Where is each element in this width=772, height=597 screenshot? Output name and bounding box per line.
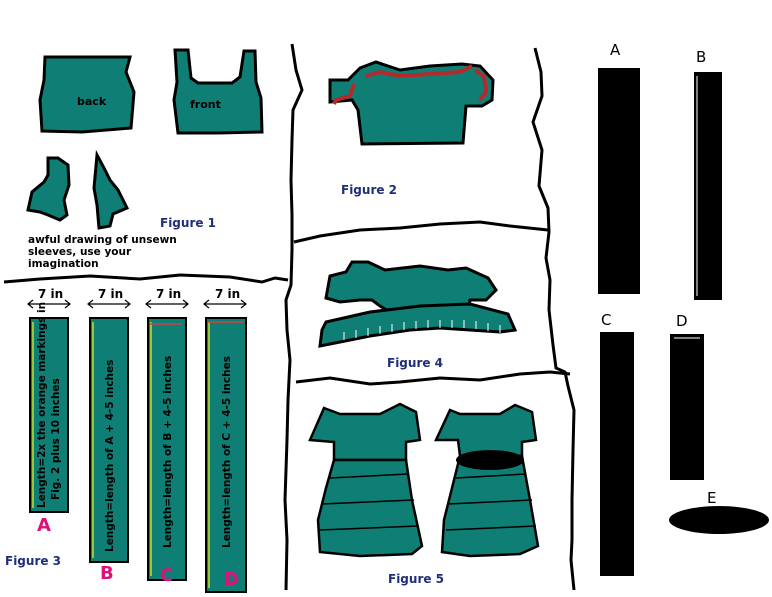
sleeve-left — [26, 156, 71, 222]
width-arrows — [27, 299, 247, 309]
piece-b — [694, 72, 722, 300]
strip-a-length-line2: Fig. 2 plus 10 inches — [50, 378, 62, 500]
sleeves-note: awful drawing of unsewn sleeves, use you… — [28, 234, 177, 270]
piece-c — [600, 332, 634, 576]
divider-mid-2 — [295, 370, 571, 386]
arrow-strip-b — [87, 299, 131, 309]
piece-label-b: B — [696, 48, 707, 66]
figure5-dress-right-tiers — [445, 473, 537, 531]
strip-tag-c: C — [160, 565, 174, 586]
bodice-flat — [328, 60, 495, 146]
figure2-caption: Figure 2 — [341, 183, 398, 197]
strip-edge-highlights — [32, 321, 244, 588]
piece-label-d: D — [676, 312, 688, 330]
figure3-strips — [29, 317, 247, 593]
divider-vertical-right — [531, 47, 576, 591]
sleeve-right — [92, 149, 130, 230]
strip-tag-a: A — [37, 515, 51, 536]
strip-a-length-line1: Length=2x the orange markings in — [36, 301, 48, 508]
figure4-drawing — [318, 260, 518, 348]
strip-tag-d: D — [224, 569, 239, 590]
bodice-front — [172, 48, 264, 135]
width-label-d: 7 in — [215, 287, 241, 301]
panel-dividers — [3, 43, 576, 591]
strip-b — [89, 317, 129, 563]
width-label-b: 7 in — [98, 287, 124, 301]
piece-label-e: E — [707, 489, 717, 507]
figure5-dress-left — [308, 402, 424, 558]
pieces — [598, 68, 769, 576]
orange-markings-right-sleeve — [473, 68, 489, 102]
piece-a — [598, 68, 640, 294]
piece-d — [670, 334, 704, 480]
strip-d-length: Length=length of C + 4-5 inches — [221, 356, 233, 548]
divider-horizontal-left — [3, 273, 289, 284]
strip-tag-b: B — [100, 563, 114, 584]
figure3-caption: Figure 3 — [5, 554, 62, 568]
arrow-strip-a — [27, 299, 71, 309]
divider-vertical-left — [283, 43, 304, 591]
waist-band — [456, 450, 524, 470]
figure5-dress-left-tiers — [319, 473, 419, 531]
figure5-dress-right — [434, 403, 540, 558]
width-label-c: 7 in — [156, 287, 182, 301]
strip-c-length: Length=length of B + 4-5 inches — [162, 355, 174, 548]
piece-e — [669, 506, 769, 534]
bodice-back — [38, 55, 136, 134]
figure1-caption: Figure 1 — [160, 216, 217, 230]
strip-c — [147, 317, 187, 581]
orange-markings-left-sleeve — [332, 83, 356, 105]
orange-markings-neck — [365, 64, 473, 79]
figure2-bodice — [328, 60, 495, 146]
figure1-drawing — [26, 48, 264, 230]
strip-b-length: Length=length of A + 4-5 inches — [104, 359, 116, 552]
piece-label-c: C — [601, 311, 612, 329]
gather-stitches — [343, 320, 501, 340]
arrow-strip-d — [203, 299, 247, 309]
arrow-strip-c — [145, 299, 189, 309]
figure5-caption: Figure 5 — [388, 572, 445, 586]
width-label-a: 7 in — [38, 287, 64, 301]
divider-mid-1 — [293, 220, 549, 244]
strip-d — [205, 317, 247, 593]
label-front: front — [190, 98, 221, 111]
strip-a — [29, 317, 69, 513]
piece-label-a: A — [610, 41, 621, 59]
label-back: back — [77, 95, 107, 108]
figure4-caption: Figure 4 — [387, 356, 444, 370]
skirt-strip — [318, 302, 518, 348]
